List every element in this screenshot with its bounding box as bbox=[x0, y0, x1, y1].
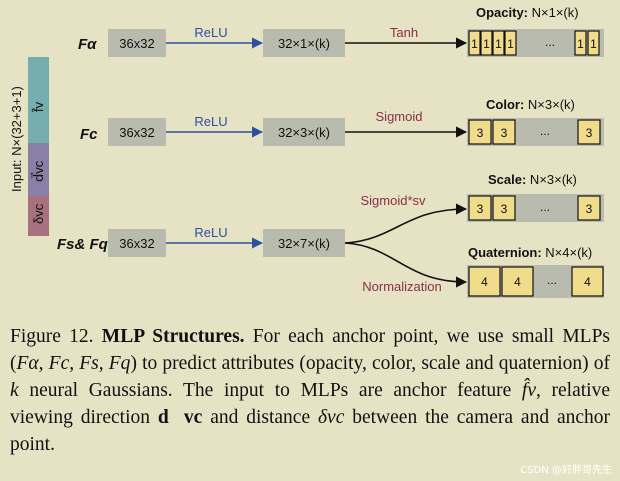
output-cell-value: 1 bbox=[471, 37, 478, 51]
sigmoid-label: Sigmoid bbox=[376, 109, 423, 124]
output-title: Scale: N×3×(k) bbox=[488, 172, 577, 187]
output-cell-value: 1 bbox=[495, 37, 502, 51]
output-opacity: Opacity: N×1×(k) 1 1 1 1 ... 1 1 bbox=[467, 5, 604, 57]
output-ellipsis: ... bbox=[540, 124, 550, 138]
output-cell bbox=[492, 119, 516, 145]
output-cell-value: 1 bbox=[590, 37, 597, 51]
output-cell bbox=[468, 30, 481, 56]
first-layer-box bbox=[108, 118, 166, 146]
input-seg-label-delta: δvc bbox=[31, 203, 46, 224]
output-color: Color: N×3×(k) 3 3 ... 3 bbox=[467, 97, 604, 146]
output-cell bbox=[571, 266, 604, 297]
output-ellipsis: ... bbox=[540, 200, 550, 214]
output-title: Color: N×3×(k) bbox=[486, 97, 575, 112]
caption-dvc: d⃗vc bbox=[157, 407, 203, 428]
second-layer-label: 32×3×(k) bbox=[278, 125, 330, 140]
output-cell-value: 3 bbox=[501, 202, 508, 216]
second-layer-label: 32×7×(k) bbox=[278, 236, 330, 251]
output-cell bbox=[587, 30, 600, 56]
sigmoid-sv-label: Sigmoid*sv bbox=[360, 193, 426, 208]
output-cell-value: 3 bbox=[586, 126, 593, 140]
caption-delta: δvc bbox=[317, 407, 345, 428]
row-scale-quaternion: Fs& Fq 36x32 ReLU 32×7×(k) Sigmoid*sv No… bbox=[57, 193, 468, 294]
output-cell bbox=[468, 266, 501, 297]
second-layer-box bbox=[263, 29, 345, 57]
output-cell bbox=[504, 30, 517, 56]
input-bar-label: Input: N×(32+3+1) bbox=[9, 86, 24, 192]
output-cell bbox=[577, 195, 601, 221]
output-cell-value: 4 bbox=[514, 275, 521, 289]
output-cell-value: 4 bbox=[584, 275, 591, 289]
output-cell-value: 3 bbox=[586, 202, 593, 216]
first-layer-label: 36x32 bbox=[119, 36, 154, 51]
output-cell bbox=[480, 30, 493, 56]
input-segment-fv bbox=[28, 57, 49, 143]
output-title: Quaternion: N×4×(k) bbox=[468, 245, 592, 260]
caption-text-5: and distance bbox=[210, 407, 311, 428]
caption-text-6: between the camera and anchor point. bbox=[10, 407, 611, 455]
caption-k: k bbox=[10, 380, 19, 401]
output-cell-value: 3 bbox=[477, 202, 484, 216]
output-cell bbox=[468, 119, 492, 145]
output-ellipsis: ... bbox=[545, 35, 555, 49]
input-bar: Input: N×(32+3+1) f̂v d⃗vc δvc bbox=[9, 57, 49, 236]
row-label-fs-fq: Fs& Fq bbox=[57, 236, 108, 253]
quaternion-branch-arrow bbox=[344, 242, 468, 288]
first-layer-label: 36x32 bbox=[119, 236, 154, 251]
output-cell-value: 3 bbox=[477, 126, 484, 140]
output-cell bbox=[492, 30, 505, 56]
output-cell bbox=[577, 119, 601, 145]
relu-label: ReLU bbox=[194, 225, 227, 240]
relu-label: ReLU bbox=[194, 114, 227, 129]
figure-caption: Figure 12. MLP Structures. For each anch… bbox=[10, 323, 610, 458]
caption-text-4: , relative viewing direction bbox=[10, 380, 610, 428]
watermark: CSDN @好胖哥先生 bbox=[520, 465, 612, 476]
row-color: Fc 36x32 ReLU 32×3×(k) Sigmoid bbox=[80, 109, 468, 146]
caption-text-2: ) to predict attributes (opacity, color,… bbox=[130, 353, 611, 374]
caption-text-1: For each anchor point, we use small MLPs… bbox=[10, 326, 610, 374]
tanh-label: Tanh bbox=[390, 25, 418, 40]
input-seg-label-dvc: d⃗vc bbox=[31, 160, 46, 182]
output-title: Opacity: N×1×(k) bbox=[476, 5, 579, 20]
caption-title: MLP Structures. bbox=[101, 326, 245, 347]
output-cell bbox=[492, 195, 516, 221]
first-layer-label: 36x32 bbox=[119, 125, 154, 140]
caption-fv: f̂v bbox=[521, 380, 536, 401]
output-cell bbox=[574, 30, 587, 56]
output-quaternion: Quaternion: N×4×(k) 4 4 ... 4 bbox=[467, 245, 604, 298]
output-scale: Scale: N×3×(k) 3 3 ... 3 bbox=[467, 172, 604, 222]
first-layer-box bbox=[108, 29, 166, 57]
input-segment-dvc bbox=[28, 143, 49, 196]
second-layer-box bbox=[263, 229, 345, 257]
normalization-label: Normalization bbox=[362, 279, 441, 294]
output-cell bbox=[501, 266, 534, 297]
output-cell-value: 1 bbox=[483, 37, 490, 51]
second-layer-label: 32×1×(k) bbox=[278, 36, 330, 51]
first-layer-box bbox=[108, 229, 166, 257]
output-cell-value: 1 bbox=[577, 37, 584, 51]
mlp-diagram: Input: N×(32+3+1) f̂v d⃗vc δvc Fα 36x32 … bbox=[9, 5, 604, 298]
row-label-f-alpha: Fα bbox=[78, 36, 97, 53]
relu-label: ReLU bbox=[194, 25, 227, 40]
output-ellipsis: ... bbox=[547, 273, 557, 287]
caption-figure-number: Figure 12. bbox=[10, 326, 94, 347]
output-cell-value: 1 bbox=[507, 37, 514, 51]
input-segment-delta bbox=[28, 196, 49, 236]
second-layer-box bbox=[263, 118, 345, 146]
caption-text-3: neural Gaussians. The input to MLPs are … bbox=[29, 380, 512, 401]
output-cell-value: 3 bbox=[501, 126, 508, 140]
output-cell-value: 4 bbox=[481, 275, 488, 289]
row-opacity: Fα 36x32 ReLU 32×1×(k) Tanh bbox=[78, 25, 468, 57]
input-seg-label-fv: f̂v bbox=[31, 101, 46, 113]
row-label-f-c: Fc bbox=[80, 126, 98, 143]
caption-mlps: Fα, Fc, Fs, Fq bbox=[16, 353, 131, 374]
output-cell bbox=[468, 195, 492, 221]
scale-branch-arrow bbox=[344, 203, 468, 244]
